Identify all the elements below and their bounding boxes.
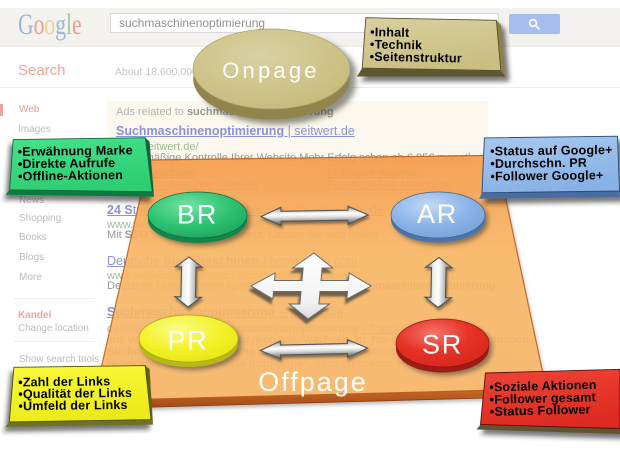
svg-text:•Soziale Aktionen: •Soziale Aktionen	[489, 378, 597, 395]
svg-text:•Inhalt: •Inhalt	[370, 25, 410, 40]
svg-text:Offpage: Offpage	[258, 367, 368, 397]
svg-text:BR: BR	[177, 200, 218, 230]
svg-text:•Status auf Google+: •Status auf Google+	[490, 143, 613, 158]
svg-text:•Qualität der Links: •Qualität der Links	[18, 386, 132, 401]
svg-text:AR: AR	[417, 199, 458, 229]
svg-text:•Erwähnung Marke: •Erwähnung Marke	[18, 143, 133, 159]
svg-text:•Status Follower: •Status Follower	[490, 402, 591, 418]
svg-text:•Follower gesamt: •Follower gesamt	[489, 390, 596, 407]
svg-text:•Technik: •Technik	[370, 37, 423, 52]
svg-text:PR: PR	[167, 326, 208, 356]
svg-text:•Follower Google+: •Follower Google+	[490, 168, 603, 183]
svg-text:•Offline-Aktionen: •Offline-Aktionen	[18, 168, 123, 183]
svg-text:•Umfeld der Links: •Umfeld der Links	[18, 398, 127, 413]
svg-text:•Durchschn. PR: •Durchschn. PR	[490, 156, 587, 171]
svg-text:•Direkte Aufrufe: •Direkte Aufrufe	[18, 156, 116, 171]
svg-text:SR: SR	[422, 330, 463, 360]
svg-text:Onpage: Onpage	[222, 58, 320, 83]
svg-text:•Zahl der Links: •Zahl der Links	[18, 374, 110, 389]
svg-text:•Seitenstruktur: •Seitenstruktur	[370, 50, 462, 66]
